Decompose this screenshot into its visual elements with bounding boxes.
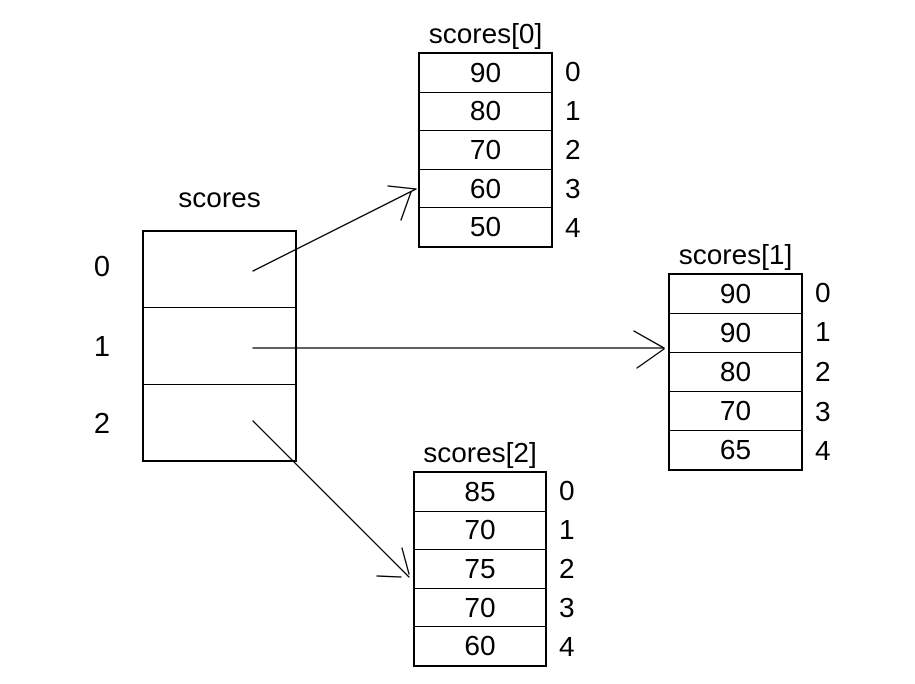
table-0-cell-3: 60 bbox=[420, 168, 551, 208]
table-2-cell-0: 85 bbox=[464, 475, 496, 507]
pointer-index-label-0: 0 bbox=[93, 251, 111, 283]
table-0-cell-1: 80 bbox=[420, 91, 551, 131]
pointer-index-label-1: 1 bbox=[93, 331, 111, 363]
table-1-cell-3: 70 bbox=[670, 391, 801, 430]
table-1-index-4: 4 bbox=[815, 435, 831, 467]
pointer-index-label-2: 2 bbox=[93, 408, 111, 440]
table-2-index-4: 4 bbox=[559, 631, 575, 663]
table-0-cell-2: 70 bbox=[420, 130, 551, 169]
table-2-cell-3: 70 bbox=[415, 587, 545, 627]
table-0-index-2: 2 bbox=[565, 134, 581, 165]
table-0-cell-0: 90 bbox=[469, 56, 502, 88]
table-2-title: scores[2] bbox=[423, 437, 537, 468]
table-0-index-4: 4 bbox=[565, 212, 581, 244]
pointer-array-box bbox=[142, 230, 297, 462]
table-2-cell-4: 60 bbox=[415, 626, 545, 665]
table-0-index-1: 1 bbox=[565, 94, 581, 126]
table-2-cell-1: 70 bbox=[415, 510, 545, 550]
table-1-index-1: 1 bbox=[815, 316, 831, 348]
table-1-cell-0: 90 bbox=[719, 278, 752, 309]
table-0-cell-4: 50 bbox=[420, 207, 551, 246]
table-1-cell-4: 65 bbox=[670, 430, 801, 469]
table-0: 90 80 70 60 50 bbox=[418, 52, 553, 248]
table-0-title: scores[0] bbox=[428, 18, 543, 49]
table-1-indices: 0 1 2 3 4 bbox=[815, 273, 849, 471]
table-1-index-2: 2 bbox=[815, 355, 831, 387]
table-2-cell-2: 75 bbox=[415, 549, 545, 588]
table-2: 85 70 75 70 60 bbox=[413, 471, 547, 667]
table-2-index-0: 0 bbox=[559, 474, 575, 506]
table-2-index-2: 2 bbox=[559, 553, 575, 584]
table-1-title: scores[1] bbox=[678, 239, 793, 270]
table-1-cell-2: 80 bbox=[670, 352, 801, 391]
table-0-index-3: 3 bbox=[565, 173, 581, 205]
table-1-index-0: 0 bbox=[815, 276, 831, 308]
table-1: 90 90 80 70 65 bbox=[668, 273, 803, 471]
pointer-cell-2 bbox=[144, 385, 295, 460]
table-0-index-0: 0 bbox=[565, 55, 581, 87]
pointer-array-title: scores bbox=[178, 182, 261, 213]
table-2-index-1: 1 bbox=[559, 513, 575, 545]
pointer-arrow-1 bbox=[252, 330, 665, 369]
table-2-index-3: 3 bbox=[559, 592, 575, 624]
table-1-cell-1: 90 bbox=[670, 313, 801, 352]
table-1-index-3: 3 bbox=[815, 395, 831, 427]
pointer-cell-0 bbox=[144, 232, 295, 309]
pointer-cell-1 bbox=[144, 308, 295, 385]
table-2-indices: 0 1 2 3 4 bbox=[559, 471, 593, 667]
table-0-indices: 0 1 2 3 4 bbox=[565, 52, 599, 248]
